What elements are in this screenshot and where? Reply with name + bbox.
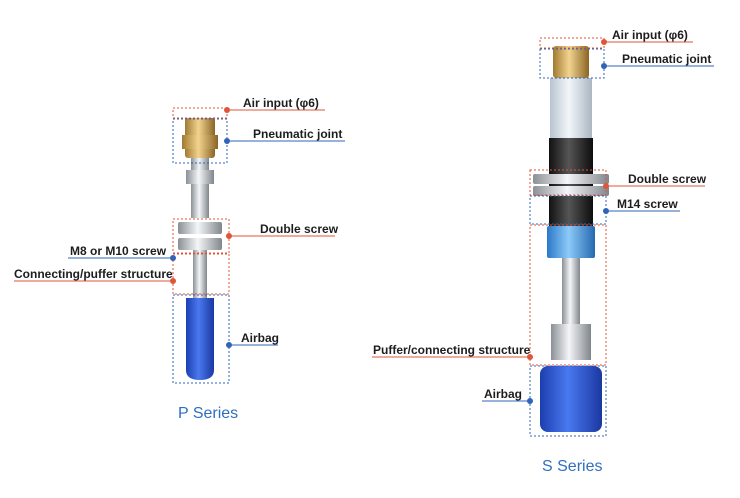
p-label-pneumatic-joint: Pneumatic joint [253,127,343,141]
p-dot-pneumatic [224,138,230,144]
p-dot-air-input [224,107,230,113]
p-dot-m8 [170,255,176,261]
s-dot-double-screw [603,183,609,189]
p-box-connecting [172,253,230,295]
s-airbag [540,366,602,432]
s-label-m14-screw: M14 screw [617,197,678,211]
s-dot-pneumatic [601,63,607,69]
p-double-nut-bottom [178,238,222,250]
s-box-pneumatic-joint [539,48,605,79]
p-dot-connecting [170,278,176,284]
p-label-air-input: Air input (φ6) [243,96,319,110]
s-rod [562,258,580,324]
s-brass-fitting [553,46,589,78]
s-leaders [372,39,714,404]
p-series-part [178,118,222,380]
s-dot-m14 [603,208,609,214]
s-double-nut-top [533,174,609,184]
s-box-puffer [529,224,607,366]
p-label-double-screw: Double screw [260,222,339,236]
s-label-air-input: Air input (φ6) [612,28,688,42]
s-series-title: S Series [542,458,603,475]
p-leaders [14,107,345,348]
p-box-airbag [172,294,230,384]
p-series-title: P Series [178,405,239,422]
s-dot-puffer [527,354,533,360]
p-label-airbag: Airbag [241,331,280,345]
p-dot-double-screw [226,233,232,239]
s-label-pneumatic-joint: Pneumatic joint [622,52,712,66]
p-box-air-input [172,107,228,119]
s-dot-air-input [601,39,607,45]
s-label-double-screw: Double screw [628,172,707,186]
s-hex [551,324,591,360]
p-double-nut-top [178,222,222,234]
s-pale-body [550,78,592,138]
p-label-connecting: Connecting/puffer structure [14,267,173,281]
s-light-blue-collar [547,226,595,258]
s-box-double-screw [529,169,607,196]
s-dot-airbag [527,398,533,404]
p-brass-nut [182,135,218,149]
p-dot-airbag [226,342,232,348]
p-airbag [186,298,214,380]
p-steel-body [191,158,209,218]
p-steel-hex [186,170,214,184]
s-label-airbag: Airbag [484,387,523,401]
s-double-nut-bottom [533,186,609,196]
s-label-puffer: Puffer/connecting structure [373,343,531,357]
s-series-part [533,46,609,432]
p-label-m8-screw: M8 or M10 screw [70,244,167,258]
p-thread [193,250,207,298]
